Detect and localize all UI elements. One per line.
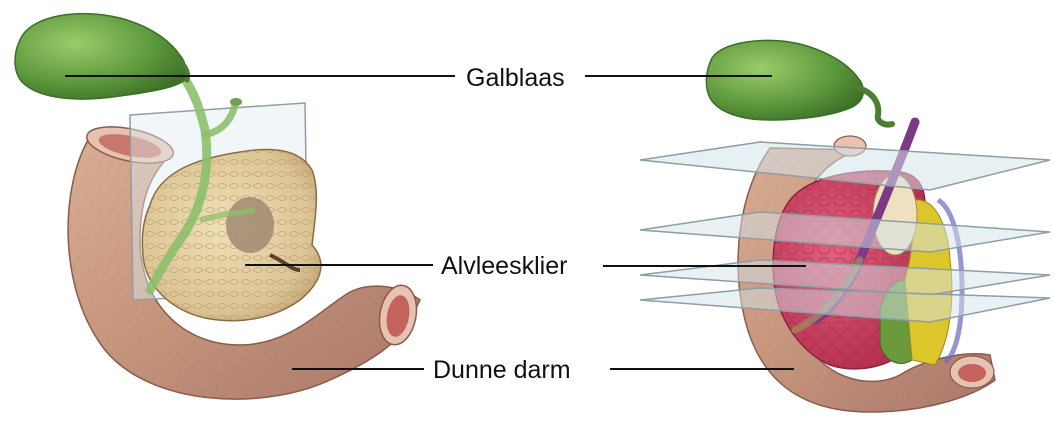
- label-gallbladder: Galblaas: [466, 64, 565, 92]
- right-illustration: [640, 40, 1050, 412]
- right-section-plane-2: [640, 212, 1050, 252]
- left-gallbladder: [15, 14, 187, 99]
- left-illustration: [15, 14, 421, 399]
- label-pancreas: Alvleesklier: [441, 252, 567, 280]
- label-small-intestine: Dunne darm: [433, 356, 571, 384]
- right-gallbladder: [706, 40, 863, 120]
